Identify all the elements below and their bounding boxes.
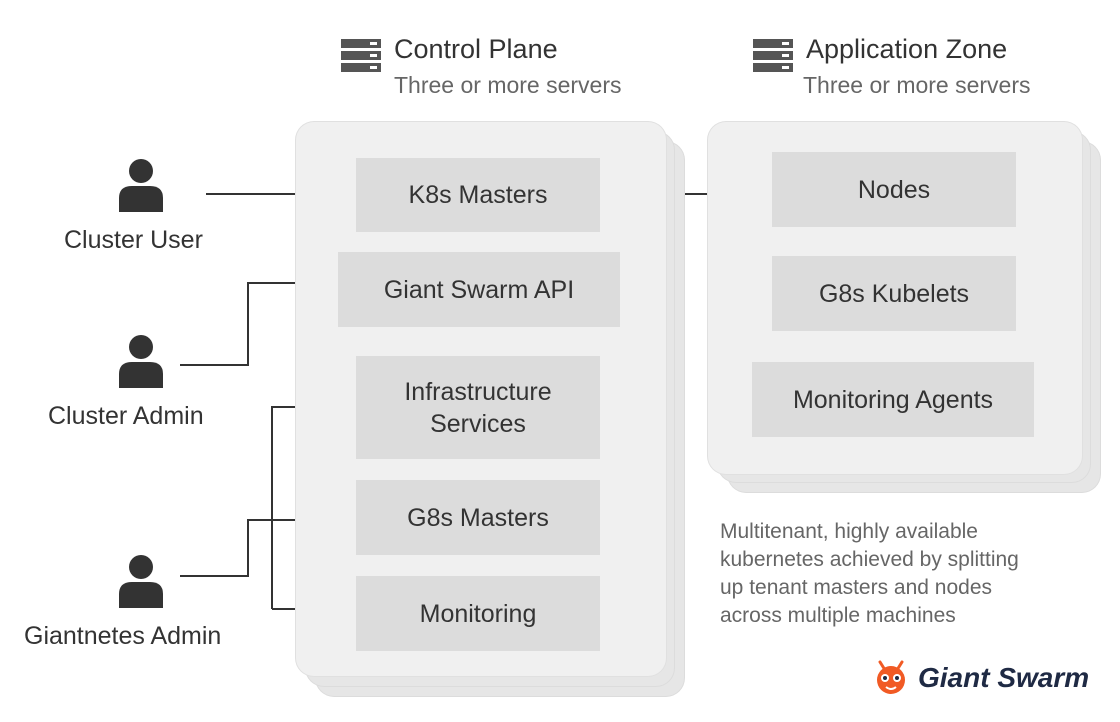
infrastructure-services-line1: Infrastructure [404, 377, 552, 406]
ant-mascot-icon [870, 656, 912, 698]
description-note: Multitenant, highly available kubernetes… [720, 518, 1019, 630]
infrastructure-services-box: Infrastructure Services [356, 356, 600, 459]
cluster-admin-label: Cluster Admin [48, 402, 204, 430]
note-line-3: up tenant masters and nodes [720, 576, 993, 599]
nodes-box: Nodes [772, 152, 1016, 227]
g8s-masters-box: G8s Masters [356, 480, 600, 555]
g8s-kubelets-box: G8s Kubelets [772, 256, 1016, 331]
server-stack-icon [340, 38, 382, 74]
infrastructure-services-line2: Services [430, 409, 526, 438]
cluster-user-label: Cluster User [64, 226, 203, 254]
person-icon [118, 334, 164, 388]
control-plane-subtitle: Three or more servers [394, 72, 622, 98]
monitoring-agents-box: Monitoring Agents [752, 362, 1034, 437]
note-line-2: kubernetes achieved by splitting [720, 548, 1019, 571]
monitoring-box: Monitoring [356, 576, 600, 651]
application-zone-title: Application Zone [806, 34, 1008, 64]
giant-swarm-api-box: Giant Swarm API [338, 252, 620, 327]
person-icon [118, 158, 164, 212]
giant-swarm-logo-text: Giant Swarm [918, 662, 1090, 693]
note-line-1: Multitenant, highly available [720, 520, 978, 543]
note-line-4: across multiple machines [720, 604, 956, 627]
person-icon [118, 554, 164, 608]
server-stack-icon [752, 38, 794, 74]
application-zone-subtitle: Three or more servers [803, 72, 1031, 98]
k8s-masters-box: K8s Masters [356, 158, 600, 232]
arrow-admin-to-api [180, 278, 333, 366]
control-plane-title: Control Plane [394, 34, 558, 64]
giantnetes-admin-label: Giantnetes Admin [24, 622, 222, 650]
